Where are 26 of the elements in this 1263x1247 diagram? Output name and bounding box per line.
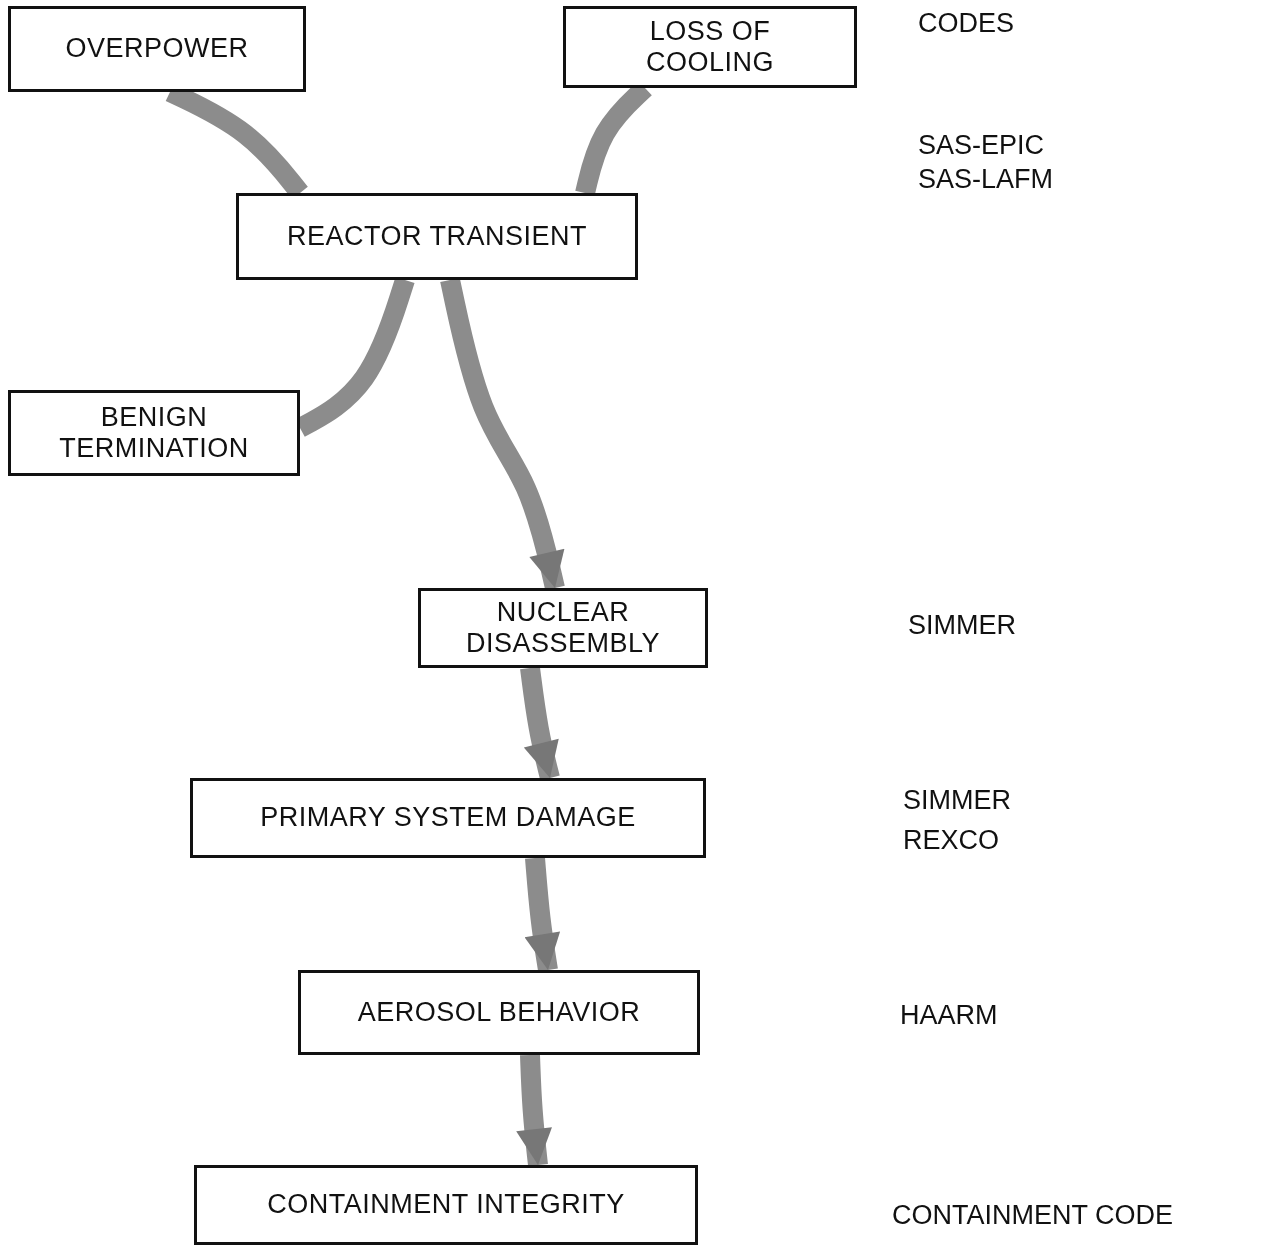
process-box — [418, 588, 708, 668]
box-label: CONTAINMENT INTEGRITY — [267, 1189, 625, 1221]
code-name: SAS-EPIC — [918, 130, 1045, 161]
code-name: CONTAINMENT CODE — [892, 1200, 1173, 1231]
code-name: CODES — [918, 8, 1015, 39]
process-box — [8, 390, 300, 476]
box-label: REACTOR TRANSIENT — [286, 220, 587, 252]
process-box — [563, 6, 857, 88]
box-label: LOSS OF COOLING — [645, 15, 775, 79]
code-name: REXCO — [903, 825, 1000, 856]
box-label: AEROSOL BEHAVIOR — [357, 996, 641, 1028]
arrow — [516, 1054, 552, 1167]
box-label: OVERPOWER — [65, 33, 249, 65]
process-box — [298, 970, 700, 1055]
code-name: SIMMER — [908, 610, 1016, 641]
code-name: SIMMER — [903, 785, 1011, 816]
process-box — [236, 193, 638, 280]
code-name: HAARM — [900, 1000, 998, 1031]
box-label: PRIMARY SYSTEM DAMAGE — [260, 802, 636, 834]
process-box — [8, 6, 306, 92]
code-name: SAS-LAFM — [918, 164, 1054, 195]
box-label: NUCLEAR DISASSEMBLY — [464, 596, 662, 660]
arrow — [524, 857, 561, 972]
process-box — [190, 778, 706, 858]
box-label: BENIGN TERMINATION — [58, 401, 250, 465]
process-box — [194, 1165, 698, 1245]
